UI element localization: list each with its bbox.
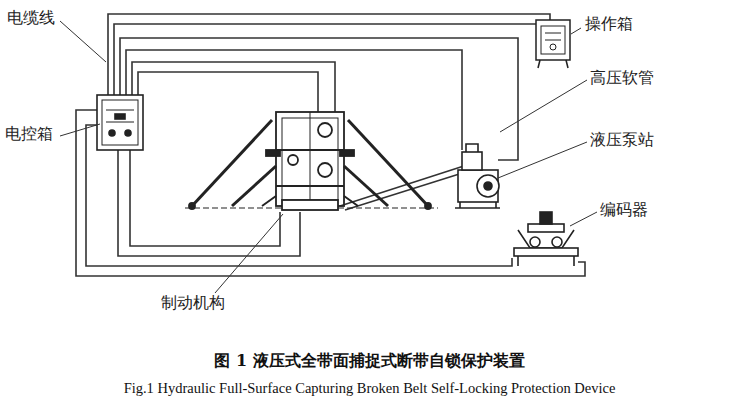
- english-caption: Fig.1 Hydraulic Full-Surface Capturing B…: [0, 380, 739, 397]
- part-label: 电控箱: [4, 124, 54, 143]
- pump-station: [455, 144, 500, 208]
- cable: [130, 150, 280, 246]
- part-label: 操作箱: [584, 14, 634, 33]
- operation-box: [536, 20, 570, 68]
- encoder: [514, 212, 578, 266]
- cable: [132, 62, 335, 112]
- cable: [114, 24, 545, 95]
- cable: [126, 50, 462, 150]
- part-label: 电缆线: [6, 8, 56, 27]
- brake-mechanism: [185, 112, 438, 210]
- cable: [86, 125, 512, 266]
- part-label: 高压软管: [589, 68, 655, 87]
- hose: [345, 170, 472, 210]
- cable: [118, 150, 300, 256]
- cable: [108, 14, 550, 95]
- control-box: [97, 95, 143, 150]
- cable: [120, 38, 518, 160]
- part-label: 液压泵站: [589, 130, 655, 149]
- hose: [340, 164, 470, 206]
- leader-line: [60, 21, 597, 293]
- part-label: 编码器: [599, 200, 649, 219]
- cable: [76, 110, 585, 276]
- figure-caption: 图 1 液压式全带面捕捉式断带自锁保护装置: [0, 351, 739, 370]
- cable: [138, 72, 318, 112]
- part-label: 制动机构: [160, 293, 226, 312]
